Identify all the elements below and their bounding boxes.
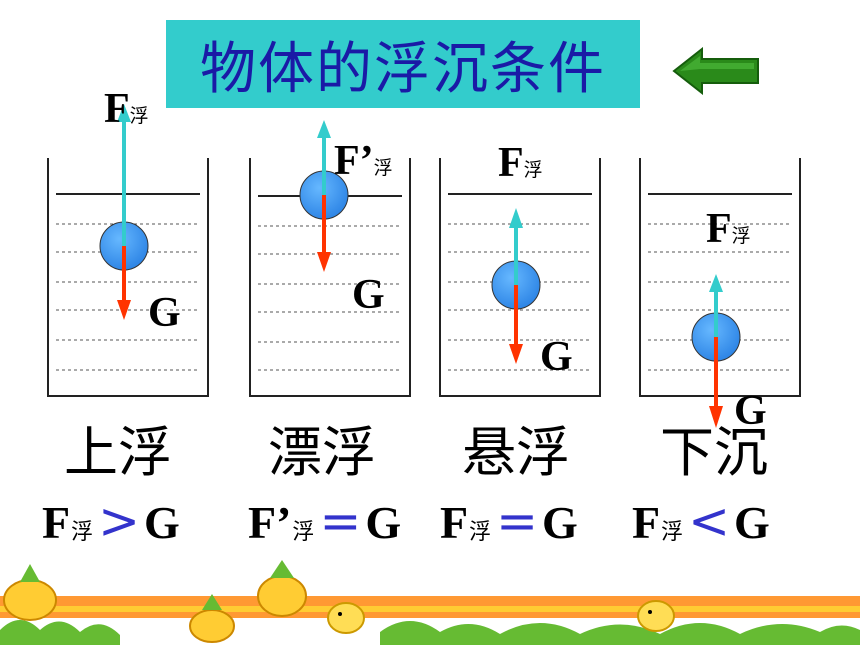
condition-floating: F’浮=G: [248, 492, 402, 550]
beaker-suspended: [439, 158, 601, 397]
page-title: 物体的浮沉条件: [200, 36, 606, 102]
chick-icon: [637, 600, 675, 632]
chick-icon: [327, 602, 365, 634]
gravity-label-sinking: G: [734, 388, 767, 434]
pineapple-icon: [189, 594, 235, 643]
decorative-pineapple-border: [0, 560, 860, 645]
beaker-floating: [249, 120, 411, 397]
buoyancy-label-floating: F’浮: [334, 138, 393, 184]
beaker-sinking: [639, 158, 801, 428]
gravity-label-suspended: G: [540, 334, 573, 380]
buoyancy-label-sinking: F浮: [706, 206, 751, 252]
green-left-arrow-icon[interactable]: [672, 47, 760, 95]
state-label-suspended: 悬浮: [462, 421, 570, 484]
state-label-rising: 上浮: [64, 421, 172, 484]
title-banner: 物体的浮沉条件: [166, 20, 640, 108]
pineapple-icon: [257, 560, 307, 617]
buoyancy-label-suspended: F浮: [498, 140, 543, 186]
buoyancy-label-rising: F浮: [104, 86, 149, 132]
gravity-label-floating: G: [352, 272, 385, 318]
beaker-rising: [47, 104, 209, 397]
gravity-label-rising: G: [148, 290, 181, 336]
state-label-floating: 漂浮: [268, 421, 376, 484]
pineapple-icon: [3, 564, 57, 621]
state-label-sinking: 下沉: [660, 421, 768, 484]
